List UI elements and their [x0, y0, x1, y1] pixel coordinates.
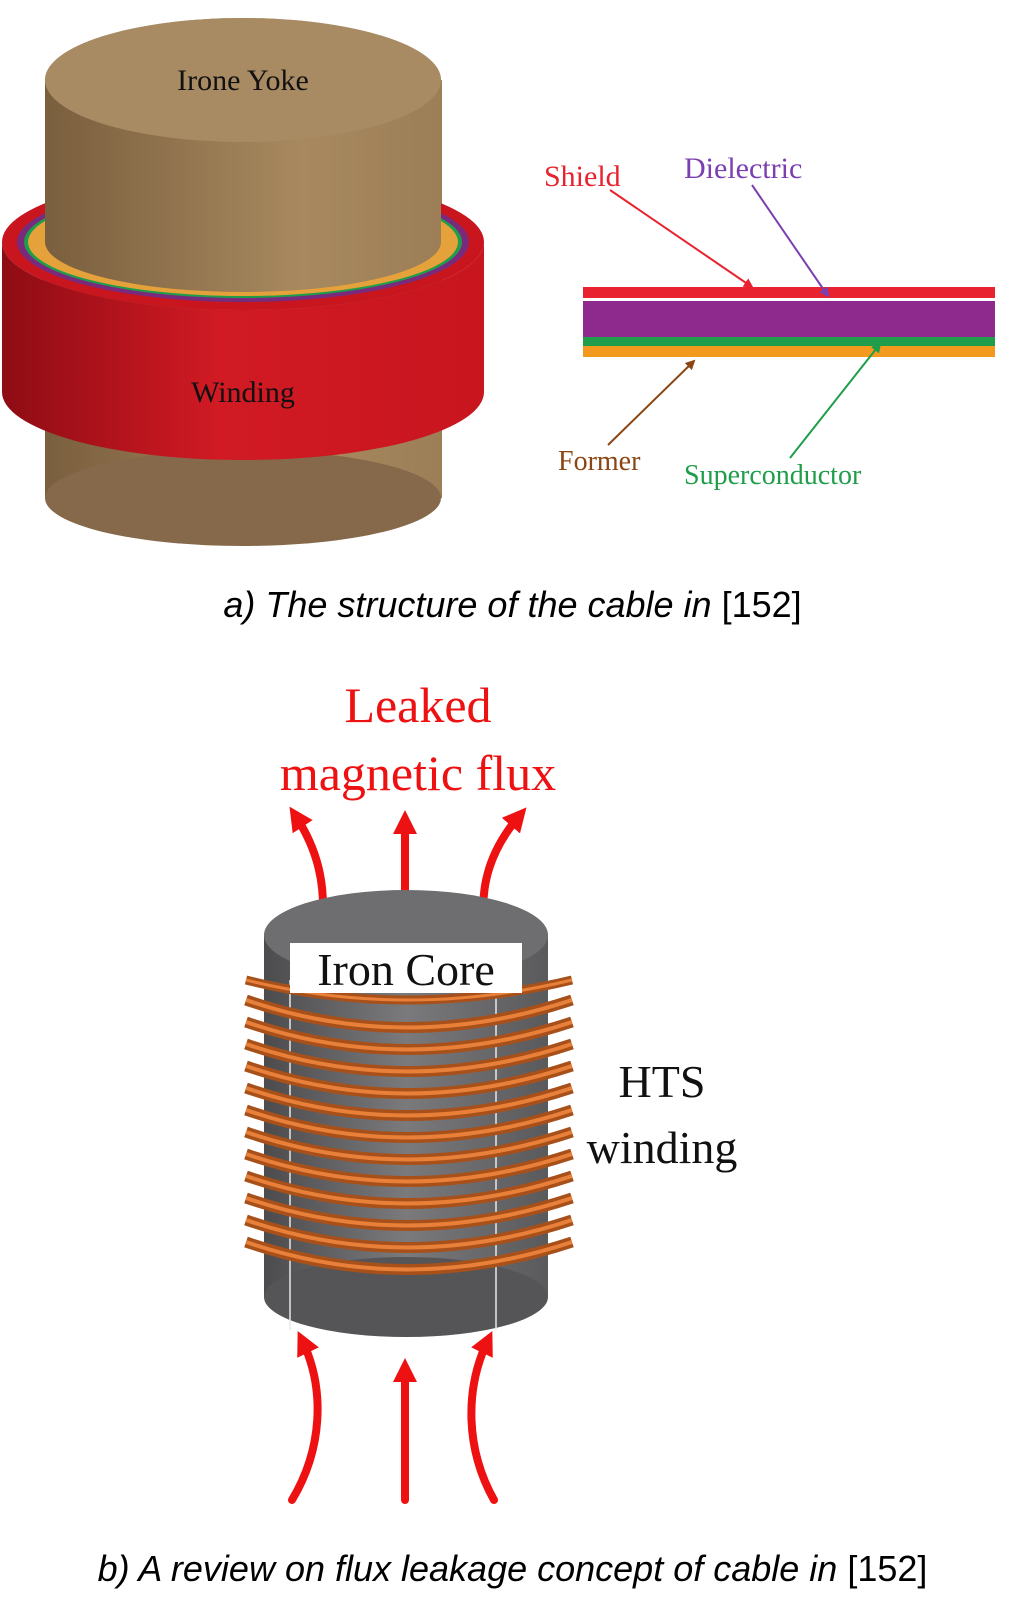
shield-arrow: [609, 189, 754, 289]
irone-yoke-label: Irone Yoke: [177, 64, 309, 97]
dielectric-label: Dielectric: [684, 152, 802, 185]
winding-label: Winding: [191, 376, 295, 409]
cable-layers: [583, 287, 995, 357]
iron-core-label-box: [290, 943, 522, 993]
yoke-top-face: [45, 18, 441, 142]
superconductor-layer: [583, 337, 995, 346]
dielectric-layer: [583, 301, 995, 337]
flux-arrow-bottom-left: [288, 1330, 322, 1504]
leaked-flux-label-line1: Leaked: [344, 677, 491, 733]
hts-winding-coil: [244, 975, 574, 1275]
dielectric-arrow: [751, 184, 830, 298]
caption-b-ref: [152]: [847, 1548, 928, 1589]
caption-b-text: b) A review on flux leakage concept of c…: [97, 1548, 838, 1589]
caption-a-text: a) The structure of the cable in: [223, 584, 712, 625]
caption-b: b) A review on flux leakage concept of c…: [0, 1548, 1025, 1590]
superconductor-label: Superconductor: [684, 460, 862, 491]
flux-arrow-bottom-right: [467, 1330, 498, 1504]
bottom-flux-arrows: [288, 1330, 498, 1504]
hts-label-line2: winding: [587, 1122, 738, 1173]
superconductor-arrow: [789, 342, 882, 459]
caption-a: a) The structure of the cable in [152]: [0, 584, 1025, 626]
former-arrow: [607, 359, 696, 446]
hts-label-line1: HTS: [619, 1056, 706, 1107]
leaked-flux-label-line2: magnetic flux: [280, 745, 556, 801]
caption-a-ref: [152]: [721, 584, 802, 625]
iron-core-label: Iron Core: [317, 944, 495, 995]
former-layer: [583, 346, 995, 357]
shield-label: Shield: [544, 160, 621, 193]
white-gap: [583, 298, 995, 301]
former-label: Former: [558, 446, 641, 477]
shield-layer: [583, 287, 995, 298]
